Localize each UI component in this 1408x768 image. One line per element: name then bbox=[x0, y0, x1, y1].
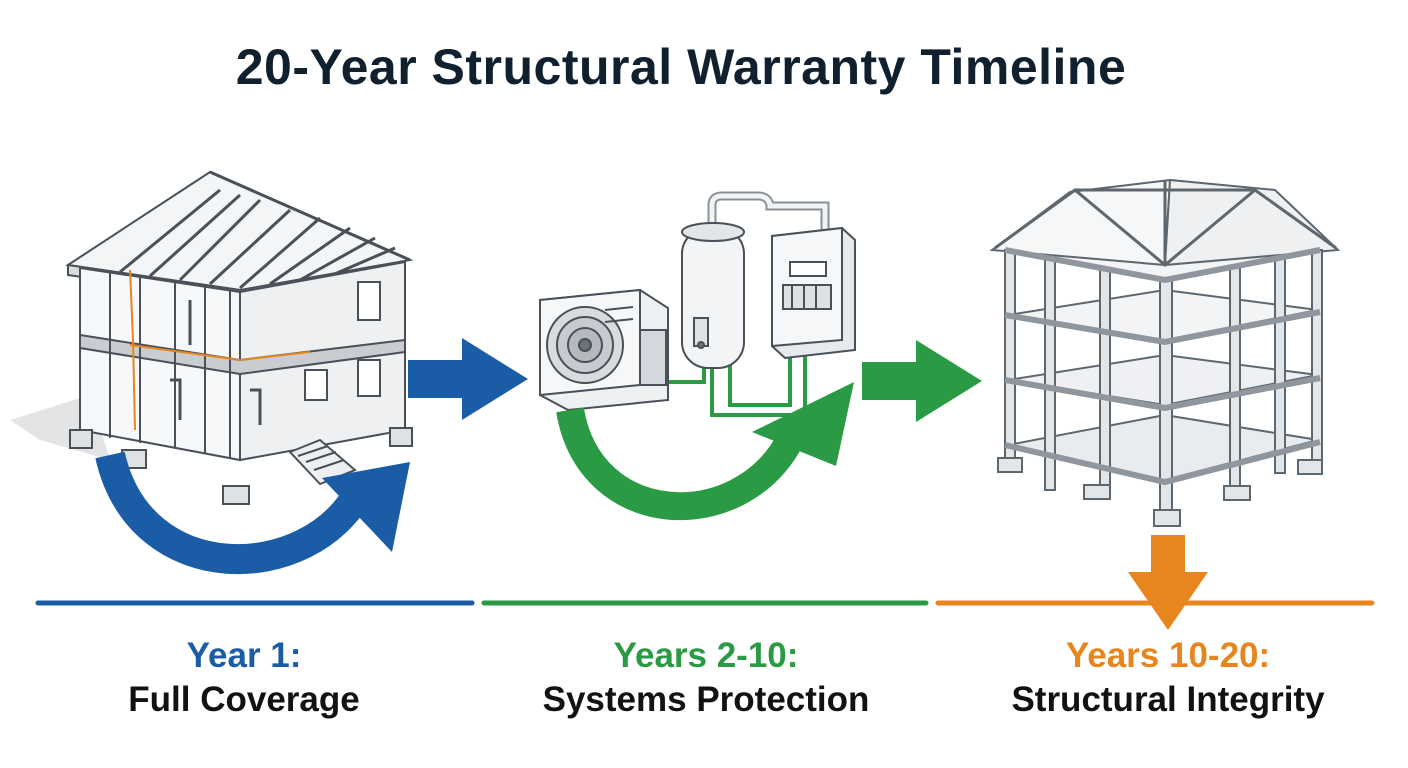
stage-3-description: Structural Integrity bbox=[1011, 680, 1325, 719]
stage-2-description: Systems Protection bbox=[542, 680, 870, 719]
stage-1-period: Year 1: bbox=[186, 636, 302, 675]
hvac-systems-icon bbox=[539, 191, 856, 417]
stage-3-period: Years 10-20: bbox=[1065, 636, 1271, 675]
stage-1-description: Full Coverage bbox=[128, 680, 360, 719]
orange-down-arrow bbox=[1128, 535, 1208, 630]
stage-2-period: Years 2-10: bbox=[613, 636, 799, 675]
blue-curved-arrow bbox=[95, 451, 410, 575]
house-framing-icon bbox=[10, 170, 414, 505]
blue-right-arrow bbox=[408, 338, 528, 420]
green-curved-arrow bbox=[556, 382, 854, 521]
diagram-title: 20-Year Structural Warranty Timeline bbox=[235, 39, 1127, 95]
green-right-arrow bbox=[862, 340, 982, 422]
structural-frame-icon bbox=[989, 178, 1341, 527]
